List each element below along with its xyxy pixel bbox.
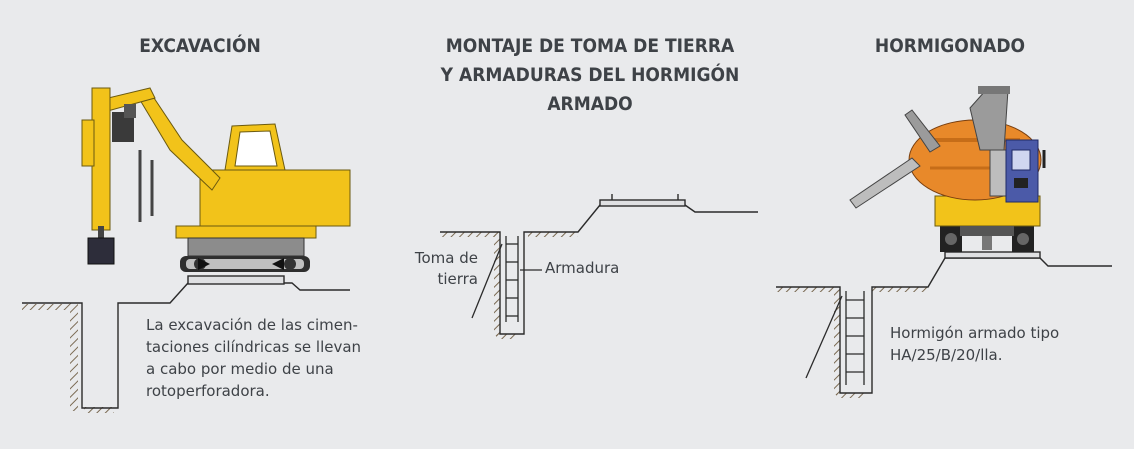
title-montaje: MONTAJE DE TOMA DE TIERRA Y ARMADURAS DE…: [410, 32, 770, 119]
label-line: Armadura: [545, 259, 620, 277]
caption-line: rotoperforadora.: [146, 382, 270, 400]
caption-line: a cabo por medio de una: [146, 360, 334, 378]
title-line: MONTAJE DE TOMA DE TIERRA: [445, 35, 735, 57]
title-line: Y ARMADURAS DEL HORMIGÓN: [440, 64, 740, 86]
caption-excavacion: La excavación de las cimen- taciones cil…: [146, 314, 406, 402]
montaje-ground: [440, 194, 758, 339]
label-armadura: Armadura: [545, 258, 645, 279]
reinforcement-cage-icon: [471, 236, 542, 322]
caption-line: Hormigón armado tipo: [890, 324, 1060, 342]
excavation-ground: [22, 275, 350, 413]
title-hormigonado: HORMIGONADO: [830, 32, 1070, 61]
caption-line: La excavación de las cimen-: [146, 316, 358, 334]
title-line: EXCAVACIÓN: [139, 35, 261, 57]
label-line: Toma de: [414, 249, 478, 267]
caption-line: taciones cilíndricas se llevan: [146, 338, 362, 356]
title-excavacion: EXCAVACIÓN: [80, 32, 320, 61]
concrete-mixer-truck-icon: [849, 86, 1046, 252]
drilling-rig-icon: [81, 87, 351, 272]
title-line: ARMADO: [547, 93, 633, 115]
caption-hormigonado: Hormigón armado tipo HA/25/B/20/lla.: [890, 322, 1110, 366]
title-line: HORMIGONADO: [874, 35, 1026, 57]
label-line: tierra: [437, 270, 478, 288]
label-toma-de-tierra: Toma de tierra: [388, 248, 478, 290]
reinforcement-cage-icon: [805, 291, 865, 385]
hormigonado-ground: [776, 251, 1112, 398]
caption-line: HA/25/B/20/lla.: [890, 346, 1003, 364]
